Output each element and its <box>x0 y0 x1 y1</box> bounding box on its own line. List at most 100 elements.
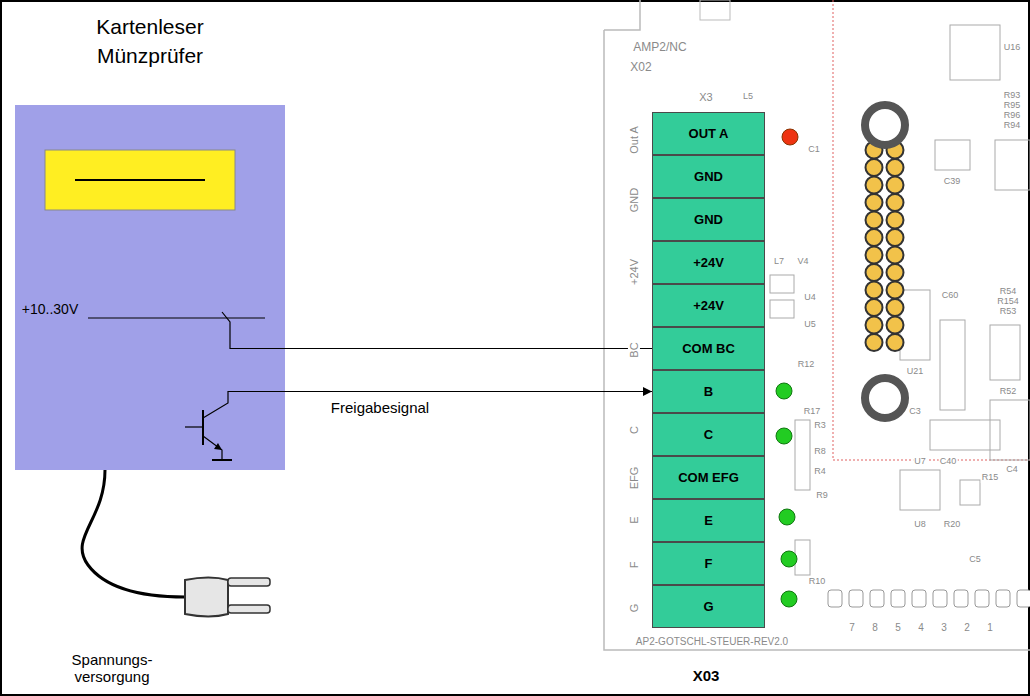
terminal: COM EFG <box>652 456 765 499</box>
header-pin <box>866 229 883 246</box>
silkscreen-label: E <box>628 515 640 524</box>
led-red <box>782 129 798 145</box>
board-edge <box>604 0 640 30</box>
silkscreen-label: X3 <box>698 91 713 103</box>
silkscreen-label: U4 <box>803 293 817 303</box>
mounting-hole <box>865 378 905 418</box>
silkscreen-label: 8 <box>871 622 879 633</box>
header-pin <box>887 212 904 229</box>
silkscreen-label: EFG <box>628 466 640 491</box>
pad <box>849 590 863 607</box>
reader-illustration <box>15 105 285 470</box>
silkscreen-label: R17 <box>803 407 822 417</box>
led-green <box>779 509 795 525</box>
header-pin <box>887 229 904 246</box>
component-outlines <box>770 25 1030 575</box>
silkscreen-label: G <box>628 603 640 614</box>
silkscreen-label: U8 <box>913 520 927 530</box>
region-outline <box>833 0 1030 460</box>
header-pin <box>887 247 904 264</box>
header-pin <box>866 159 883 176</box>
silkscreen-label: R96 <box>1003 111 1022 121</box>
silkscreen-label: R94 <box>1003 121 1022 131</box>
terminal-label: +24V <box>693 255 724 270</box>
supply-wire <box>88 317 265 318</box>
header-pin <box>866 194 883 211</box>
silkscreen-label: X02 <box>629 61 652 74</box>
transistor-symbol <box>203 436 222 460</box>
silkscreen-label: R3 <box>813 421 827 431</box>
header-pin <box>866 334 883 351</box>
silkscreen-label: AP2-GOTSCHL-STEUER-REV2.0 <box>635 636 789 647</box>
header-pin <box>887 264 904 281</box>
terminal-label: COM EFG <box>678 470 739 485</box>
terminal: GND <box>652 198 765 241</box>
pad <box>975 590 989 607</box>
header-pin <box>887 159 904 176</box>
terminal: E <box>652 499 765 542</box>
header-pin <box>887 317 904 334</box>
ground-symbol <box>212 459 232 461</box>
terminal: OUT A <box>652 112 765 155</box>
terminal-label: C <box>704 427 713 442</box>
pad-row <box>828 590 1030 607</box>
terminal-label: +24V <box>693 298 724 313</box>
pad <box>891 590 905 607</box>
led-green <box>776 383 792 399</box>
silkscreen-label: R53 <box>999 307 1018 317</box>
header-pin <box>866 317 883 334</box>
silkscreen-label: C40 <box>939 457 958 467</box>
header-pin <box>866 282 883 299</box>
component-outline <box>700 0 730 20</box>
silkscreen-label: U7 <box>913 457 927 467</box>
terminal: B <box>652 370 765 413</box>
pad <box>933 590 947 607</box>
terminal: F <box>652 542 765 585</box>
silkscreen-label: R52 <box>999 387 1018 397</box>
silkscreen-label: +24V <box>628 258 640 286</box>
card-slot <box>45 150 235 210</box>
header-pin <box>887 282 904 299</box>
pad <box>870 590 884 607</box>
plug-pin <box>228 578 270 586</box>
pad <box>1017 590 1030 607</box>
transistor-symbol <box>185 426 203 427</box>
silkscreen-label: C <box>628 425 640 435</box>
terminal: G <box>652 585 765 628</box>
terminal-label: GND <box>694 169 723 184</box>
silkscreen-label: V4 <box>796 257 809 267</box>
annotation-label: X03 <box>693 668 720 685</box>
pin-header <box>866 142 904 352</box>
silkscreen-label: R93 <box>1003 91 1022 101</box>
header-pin <box>866 299 883 316</box>
terminal: C <box>652 413 765 456</box>
silkscreen-label: C5 <box>968 555 982 565</box>
silkscreen-label: AMP2/NC <box>632 41 687 54</box>
header-pin <box>866 177 883 194</box>
silkscreen-label: U5 <box>803 320 817 330</box>
pad <box>828 590 842 607</box>
silkscreen-label: U16 <box>1003 43 1022 53</box>
silkscreen-label: L7 <box>773 257 785 267</box>
silkscreen-label: F <box>628 561 640 570</box>
silkscreen-label: 4 <box>917 622 925 633</box>
terminal-label: GND <box>694 212 723 227</box>
slot-line <box>75 179 205 181</box>
terminal: COM BC <box>652 327 765 370</box>
silkscreen-label: C39 <box>943 177 962 187</box>
silkscreen-label: C4 <box>1005 465 1019 475</box>
terminal: +24V <box>652 284 765 327</box>
silkscreen-label: 3 <box>940 622 948 633</box>
silkscreen-label: U21 <box>906 367 925 377</box>
signal-wire <box>285 348 652 349</box>
silkscreen-label: C1 <box>807 145 821 155</box>
terminal-label: E <box>704 513 713 528</box>
silkscreen-label: R12 <box>797 360 816 370</box>
silkscreen-label: C3 <box>908 407 922 417</box>
silkscreen-label: 1 <box>986 622 994 633</box>
silkscreen-label: 2 <box>963 622 971 633</box>
supply-wire <box>222 312 285 349</box>
terminal-label: OUT A <box>689 126 729 141</box>
power-cable <box>82 470 185 597</box>
silkscreen-label: R4 <box>813 467 827 477</box>
